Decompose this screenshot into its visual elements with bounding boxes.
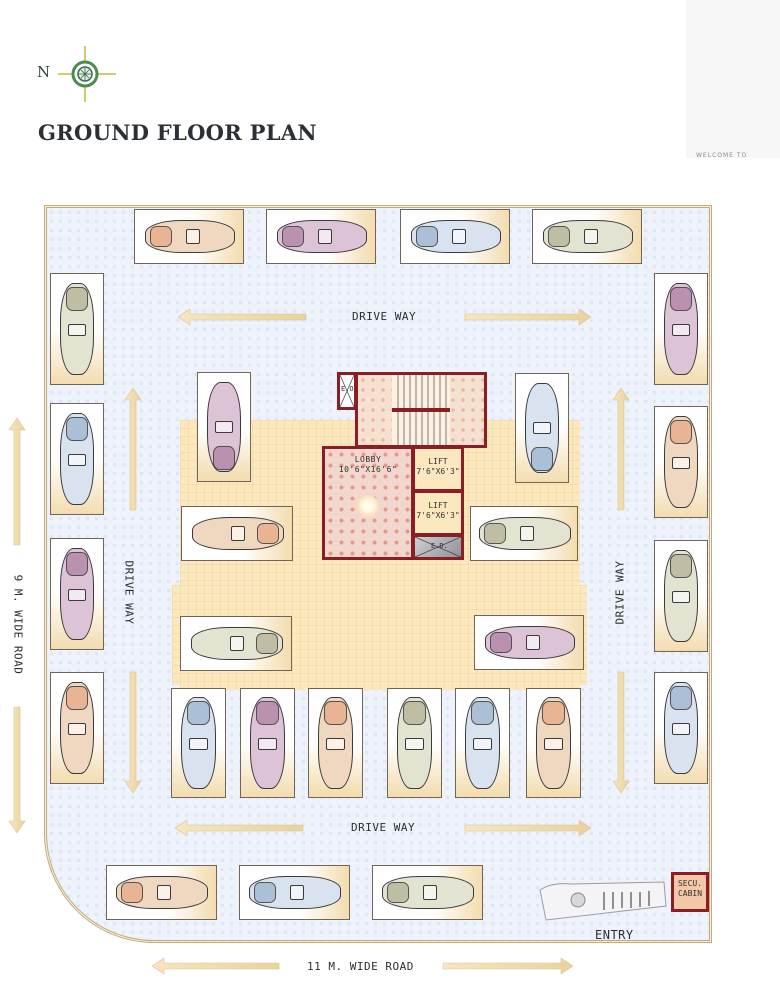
parking-bay — [526, 688, 581, 798]
lift-2-name: LIFT — [428, 501, 448, 510]
parking-bay — [106, 865, 217, 920]
ed-shaft: E.D. — [412, 534, 464, 560]
car-icon — [277, 220, 367, 253]
security-cabin: SECU. CABIN — [671, 872, 709, 912]
car-icon — [116, 876, 208, 909]
lift-1: LIFT 7'6"X6'3" — [412, 446, 464, 492]
car-icon — [664, 416, 698, 508]
page-title: GROUND FLOOR PLAN — [38, 120, 317, 145]
parking-bay — [532, 209, 642, 264]
parking-bay — [240, 688, 295, 798]
parking-bay — [515, 373, 569, 483]
parking-bay — [50, 538, 104, 650]
parking-bay — [470, 506, 578, 561]
security-cabin-label: SECU. CABIN — [677, 879, 703, 898]
lobby-name: LOBBY — [354, 455, 382, 464]
car-icon — [525, 383, 559, 473]
car-icon — [382, 876, 474, 909]
parking-bay — [180, 616, 292, 671]
car-icon — [181, 697, 216, 789]
drive-way-bottom-label: DRIVE WAY — [351, 821, 416, 834]
car-icon — [250, 697, 285, 789]
car-icon — [207, 382, 241, 472]
corner-text: WELCOME TO — [696, 152, 748, 159]
car-icon — [60, 548, 94, 640]
lift-2-size: 7'6"X6'3" — [416, 511, 460, 520]
car-icon — [145, 220, 235, 253]
eo-shaft: E.O. — [337, 372, 358, 410]
parking-bay — [171, 688, 226, 798]
stairs-icon — [392, 375, 450, 445]
eo-label: E.O. — [341, 385, 358, 393]
parking-bay — [239, 865, 350, 920]
car-icon — [664, 283, 698, 375]
lobby: LOBBY 10'6"X16'6" — [322, 446, 414, 560]
car-icon — [411, 220, 501, 253]
car-icon — [397, 697, 432, 789]
car-icon — [479, 517, 571, 550]
parking-bay — [654, 406, 708, 518]
parking-bay — [266, 209, 376, 264]
entry-gate-icon[interactable] — [532, 878, 672, 928]
parking-bay — [50, 273, 104, 385]
car-icon — [318, 697, 353, 789]
car-icon — [536, 697, 571, 789]
parking-bay — [654, 672, 708, 784]
parking-bay — [474, 615, 584, 670]
car-icon — [60, 682, 94, 774]
car-icon — [664, 550, 698, 642]
car-icon — [485, 626, 575, 659]
car-icon — [60, 413, 94, 505]
lift-1-size: 7'6"X6'3" — [416, 467, 460, 476]
staircase — [355, 372, 487, 448]
drive-way-top-label: DRIVE WAY — [352, 310, 417, 323]
parking-bay — [50, 403, 104, 515]
car-icon — [664, 682, 698, 774]
parking-bay — [134, 209, 244, 264]
car-icon — [191, 627, 283, 660]
parking-bay — [387, 688, 442, 798]
car-icon — [192, 517, 284, 550]
corner-panel — [686, 0, 780, 158]
lift-1-name: LIFT — [428, 457, 448, 466]
parking-bay — [197, 372, 251, 482]
entry-label: ENTRY — [595, 928, 634, 942]
parking-bay — [455, 688, 510, 798]
car-icon — [60, 283, 94, 375]
parking-bay — [400, 209, 510, 264]
lift-2: LIFT 7'6"X6'3" — [412, 490, 464, 536]
parking-bay — [308, 688, 363, 798]
left-road-label: 9 M. WIDE ROAD — [11, 574, 25, 675]
drive-way-right-label: DRIVE WAY — [613, 560, 627, 625]
car-icon — [465, 697, 500, 789]
parking-bay — [654, 273, 708, 385]
car-icon — [543, 220, 633, 253]
lobby-light-icon — [357, 495, 379, 517]
bottom-road-label: 11 M. WIDE ROAD — [307, 960, 414, 973]
drive-way-left-label: DRIVE WAY — [122, 560, 136, 625]
car-icon — [249, 876, 341, 909]
ed-label: E.D. — [431, 542, 448, 550]
lobby-size: 10'6"X16'6" — [338, 465, 398, 474]
parking-bay — [50, 672, 104, 784]
parking-bay — [372, 865, 483, 920]
parking-bay — [181, 506, 293, 561]
compass-icon — [58, 46, 116, 102]
compass-north-label: N — [37, 63, 51, 81]
parking-bay — [654, 540, 708, 652]
